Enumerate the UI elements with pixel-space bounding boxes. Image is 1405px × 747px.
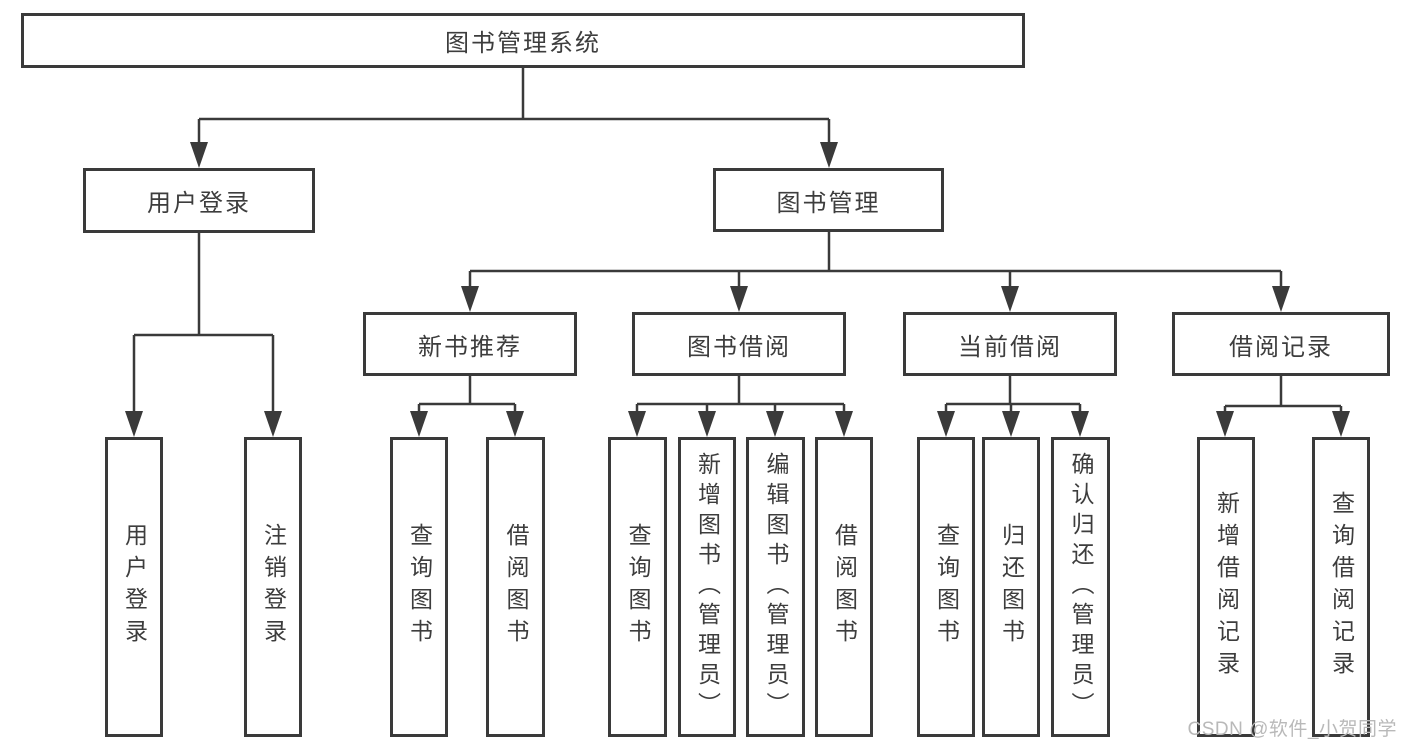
node-book-borrow: 图书借阅 <box>632 312 846 376</box>
connector-book-borrow <box>635 376 846 418</box>
connector-new-book <box>417 376 517 418</box>
leaf-confirm-return-admin: 确认归还（管理员） <box>1051 437 1110 737</box>
leaf-query-books: 查询图书 <box>917 437 975 737</box>
node-user-login: 用户登录 <box>83 168 315 233</box>
node-borrow-records: 借阅记录 <box>1172 312 1390 376</box>
leaf-user-login: 用户登录 <box>105 437 163 737</box>
node-current-borrow: 当前借阅 <box>903 312 1117 376</box>
node-library-system: 图书管理系统 <box>21 13 1025 68</box>
leaf-query-books: 查询图书 <box>608 437 667 737</box>
watermark: CSDN @软件_小贺同学 <box>1187 719 1397 740</box>
connector-root <box>197 68 831 146</box>
leaf-query-borrow-record: 查询借阅记录 <box>1312 437 1370 737</box>
leaf-borrow-books: 借阅图书 <box>815 437 873 737</box>
leaf-edit-books-admin: 编辑图书（管理员） <box>746 437 805 737</box>
leaf-query-books: 查询图书 <box>390 437 448 737</box>
node-new-book-recommend: 新书推荐 <box>363 312 577 376</box>
arrowheads <box>125 142 1350 437</box>
node-book-management: 图书管理 <box>713 168 944 232</box>
leaf-logout: 注销登录 <box>244 437 302 737</box>
connector-book-management <box>468 232 1283 291</box>
connector-borrow-records <box>1223 376 1343 418</box>
leaf-borrow-books: 借阅图书 <box>486 437 545 737</box>
connector-user-login <box>132 233 275 416</box>
leaf-add-borrow-record: 新增借阅记录 <box>1197 437 1255 737</box>
leaf-add-books-admin: 新增图书（管理员） <box>678 437 736 737</box>
leaf-return-books: 归还图书 <box>982 437 1040 737</box>
